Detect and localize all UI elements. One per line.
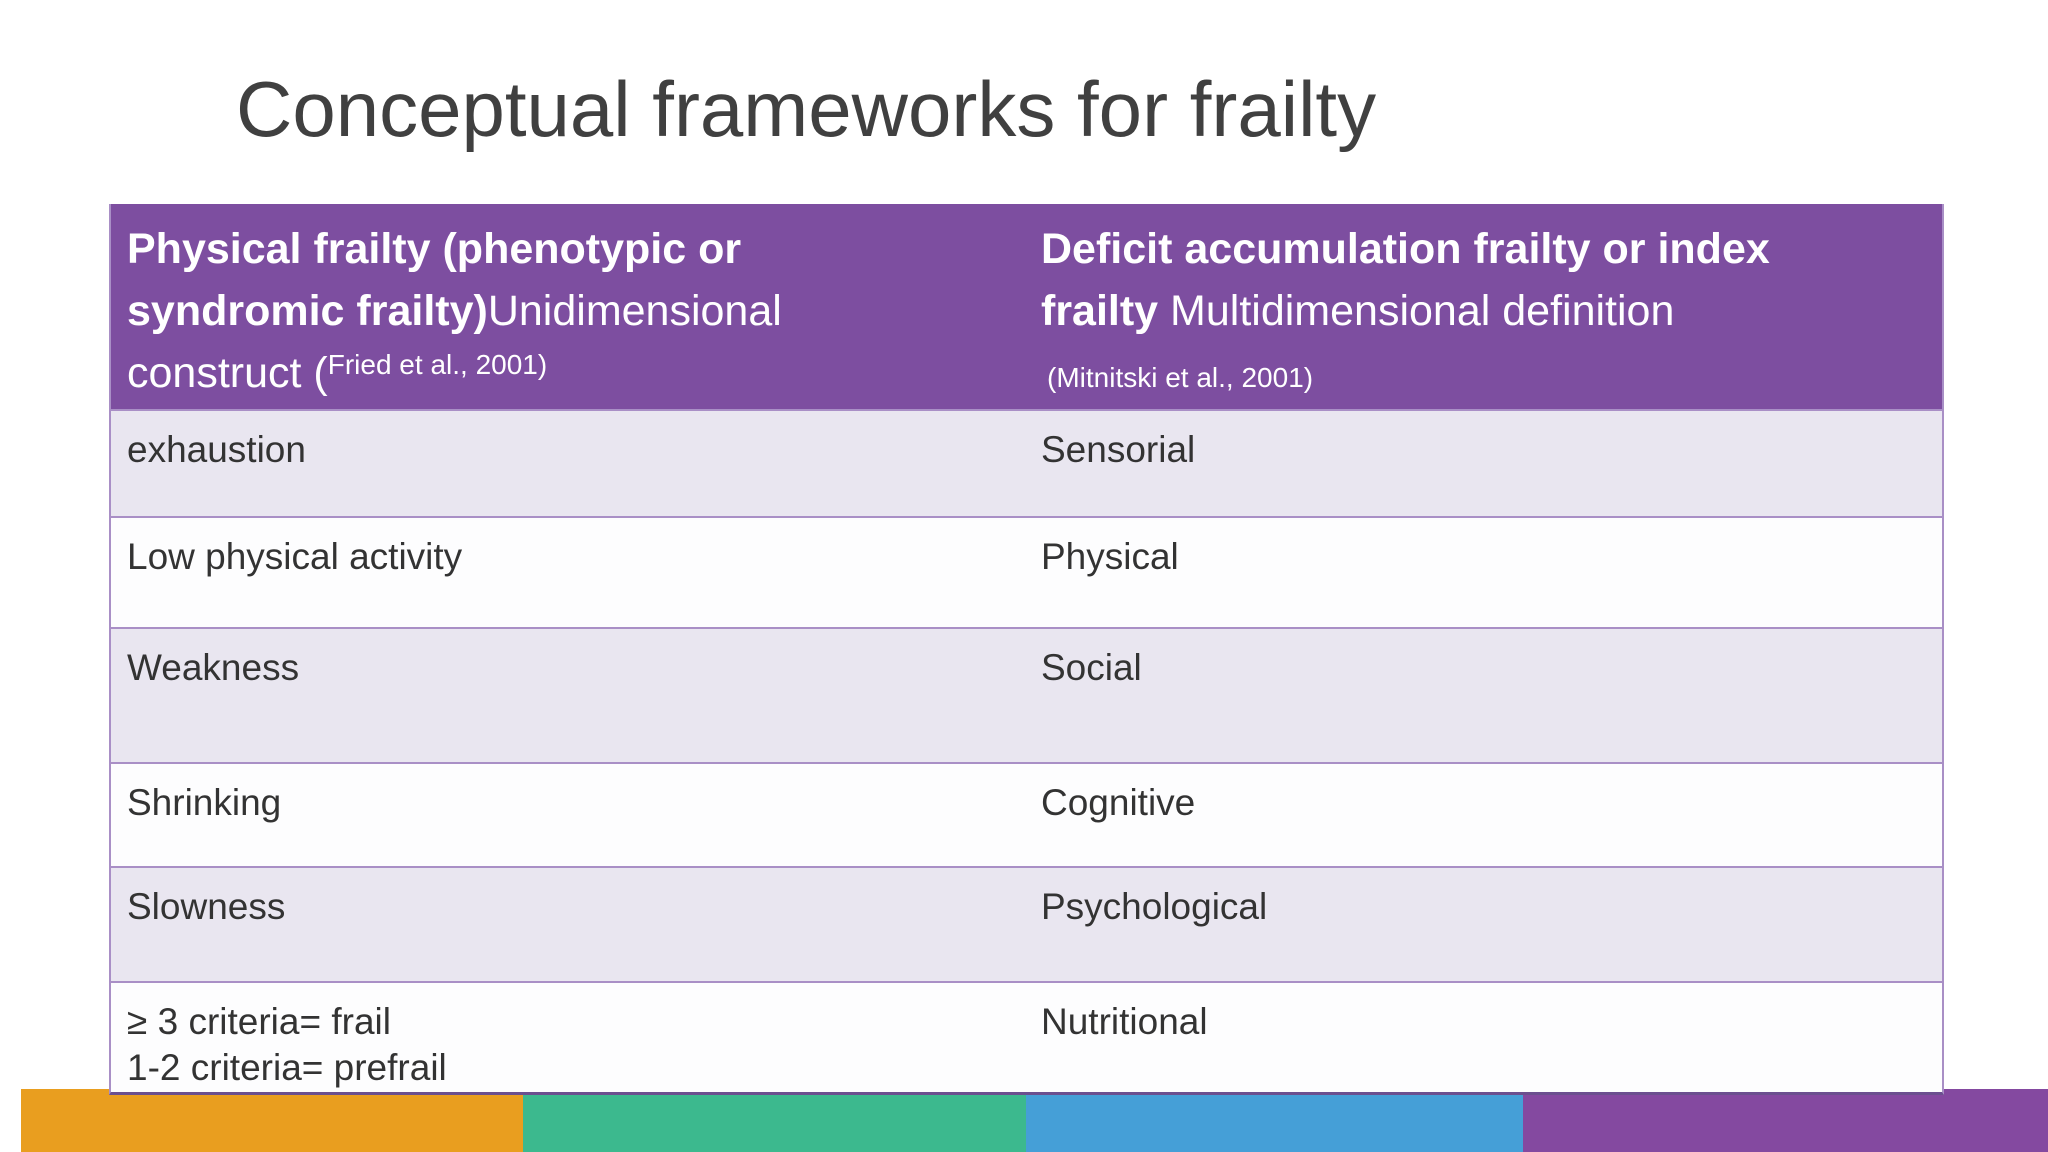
row-text: Sensorial [1041,429,1196,470]
table-row: Slowness Psychological [111,866,1942,981]
header-cell-physical-frailty: Physical frailty (phenotypic or syndromi… [111,204,1031,409]
row-text: Physical [1041,536,1179,577]
cell-right: Nutritional [1031,983,1942,1092]
header-line: construct (Fried et al., 2001) [127,342,1031,409]
header-line: frailty Multidimensional definition [1041,280,1942,342]
row-text: ≥ 3 criteria= frail [127,1001,391,1042]
cell-left: ≥ 3 criteria= frail 1-2 criteria= prefra… [111,983,1031,1092]
header-cell-deficit-frailty: Deficit accumulation frailty or index fr… [1031,204,1942,409]
header-bold-text: frailty [1041,287,1159,335]
table-row: Shrinking Cognitive [111,762,1942,866]
row-text: exhaustion [127,429,306,470]
table-header: Physical frailty (phenotypic or syndromi… [111,204,1942,409]
frailty-table: Physical frailty (phenotypic or syndromi… [109,204,1944,1095]
page-title: Conceptual frameworks for frailty [236,65,1377,153]
row-text: Psychological [1041,886,1268,927]
stripe-segment-purple [1523,1089,2048,1152]
stripe-segment-orange [21,1089,523,1152]
cell-left: Weakness [111,629,1031,762]
header-line: (Mitnitski et al., 2001) [1041,342,1942,409]
cell-right: Psychological [1031,868,1942,981]
table-row: exhaustion Sensorial [111,409,1942,516]
stripe-segment-blue [1026,1089,1523,1152]
row-text-line2: 1-2 criteria= prefrail [127,1047,447,1088]
stripe-segment-teal [523,1089,1026,1152]
header-line: Deficit accumulation frailty or index [1041,218,1942,280]
row-text: Weakness [127,647,300,688]
header-regular-text: Multidimensional definition [1158,287,1675,335]
table-row: Low physical activity Physical [111,516,1942,627]
row-text: Shrinking [127,782,282,823]
row-text: Cognitive [1041,782,1196,823]
header-regular-text: Unidimensional [487,287,782,335]
header-bold-text: syndromic frailty) [127,287,488,335]
row-text: Nutritional [1041,1001,1208,1042]
cell-right: Social [1031,629,1942,762]
cell-left: Slowness [111,868,1031,981]
header-citation: Fried et al., 2001) [327,349,548,380]
row-text: Slowness [127,886,286,927]
cell-right: Cognitive [1031,764,1942,866]
cell-right: Physical [1031,518,1942,627]
header-regular-text: construct ( [127,349,328,397]
header-line: syndromic frailty)Unidimensional [127,280,1031,342]
cell-left: Shrinking [111,764,1031,866]
row-text: Low physical activity [127,536,463,577]
cell-right: Sensorial [1031,411,1942,516]
header-bold-text: Deficit accumulation frailty or index [1041,225,1770,273]
cell-left: exhaustion [111,411,1031,516]
cell-left: Low physical activity [111,518,1031,627]
footer-stripe [21,1089,2048,1152]
header-citation: (Mitnitski et al., 2001) [1047,362,1314,393]
header-line: Physical frailty (phenotypic or [127,218,1031,280]
table-row: Weakness Social [111,627,1942,762]
header-bold-text: Physical frailty (phenotypic or [127,225,742,273]
row-text: Social [1041,647,1142,688]
table-row: ≥ 3 criteria= frail 1-2 criteria= prefra… [111,981,1942,1092]
